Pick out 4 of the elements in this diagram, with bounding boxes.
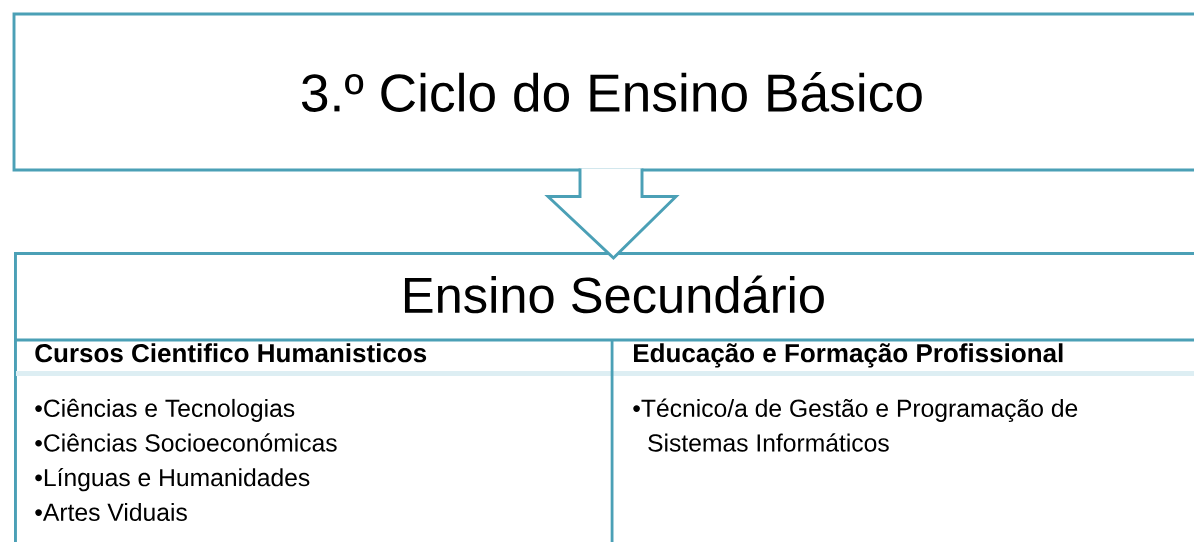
- course-column: Educação e Formação Profissional •Técnico/a de Gestão e Programação de Sistemas Informáticos: [633, 343, 1078, 452]
- stage-box: 3.º Ciclo do Ensino Básico: [12, 12, 1194, 172]
- block-arrow: [544, 167, 680, 261]
- course-column: Cursos Cientifico Humanisticos •Ciências e Tecnologias •Ciências Socioeconómicas •Línguas e Humanidades •Artes Viduais: [35, 343, 427, 522]
